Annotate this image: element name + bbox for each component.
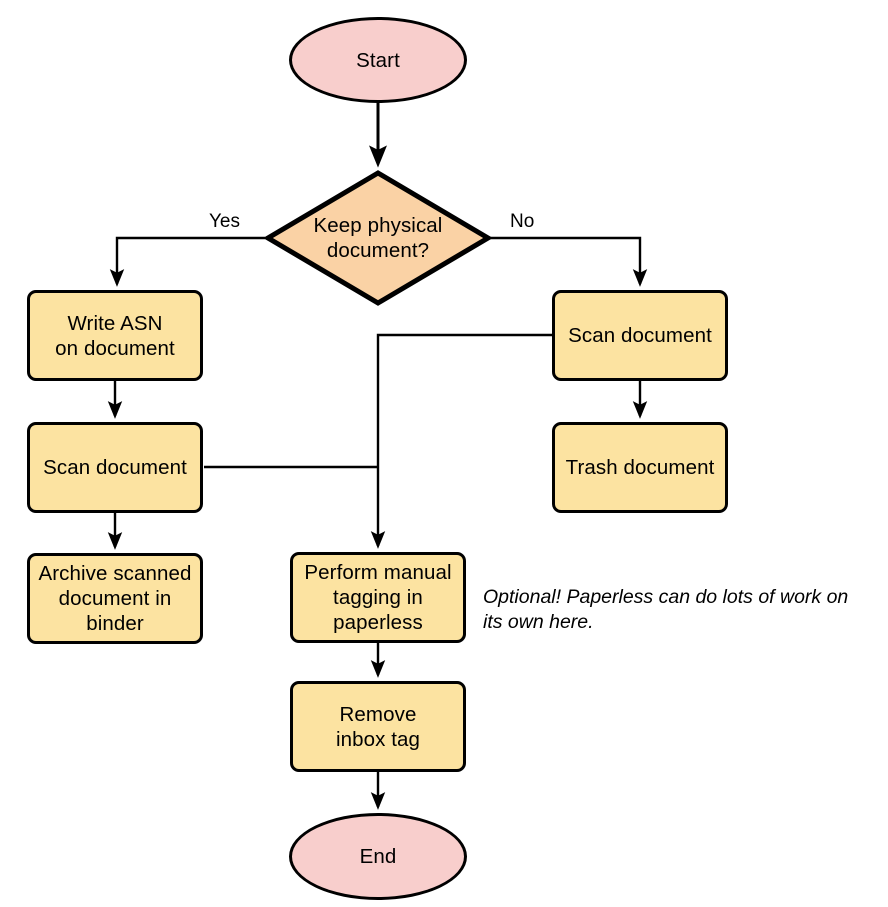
- node-remove-tag-label-line1: Remove: [339, 702, 417, 726]
- node-decision-keep-physical-document[interactable]: Keep physical document?: [265, 170, 491, 306]
- node-decision-label-line2: document?: [326, 239, 430, 262]
- node-archive-label-line2: document in: [58, 587, 172, 610]
- edge-scan-right-to-tagging: [370, 333, 552, 549]
- node-write-asn[interactable]: Write ASN on document: [27, 290, 203, 381]
- optional-note-line2: its own here.: [483, 611, 594, 633]
- node-scan-document-left[interactable]: Scan document: [27, 422, 203, 513]
- edge-decision-yes-to-write-asn: [109, 236, 265, 287]
- node-archive-label-line1: Archive scanned: [38, 562, 192, 585]
- node-perform-manual-tagging[interactable]: Perform manual tagging in paperless: [290, 552, 466, 643]
- node-trash-document-label: Trash document: [565, 456, 715, 479]
- diamond-shape: [265, 170, 491, 306]
- node-tagging-label-line3: paperless: [333, 611, 423, 634]
- node-archive-label-line3: binder: [86, 612, 144, 635]
- node-decision-label: Keep physical document?: [265, 213, 491, 263]
- node-archive-in-binder[interactable]: Archive scanned document in binder: [27, 553, 203, 644]
- node-scan-document-left-label: Scan document: [43, 456, 187, 479]
- node-remove-tag-label-line2: inbox tag: [335, 727, 421, 751]
- node-tagging-label-line2: tagging in: [333, 586, 423, 609]
- edge-label-yes: Yes: [209, 211, 240, 232]
- optional-note: Optional! Paperless can do lots of work …: [483, 585, 883, 635]
- node-trash-document[interactable]: Trash document: [552, 422, 728, 513]
- node-remove-inbox-tag[interactable]: Remove inbox tag: [290, 681, 466, 772]
- node-end-label: End: [359, 845, 397, 868]
- node-write-asn-label-line1: Write ASN: [67, 311, 163, 335]
- node-write-asn-label-line2: on document: [55, 336, 175, 360]
- edge-decision-no-to-scan-right: [490, 236, 648, 287]
- edge-label-no: No: [510, 211, 535, 232]
- node-end[interactable]: End: [289, 813, 467, 900]
- optional-note-line1: Optional! Paperless can do lots of work …: [483, 586, 849, 608]
- node-decision-label-line1: Keep physical: [313, 214, 443, 237]
- node-start-label: Start: [356, 48, 400, 72]
- node-start[interactable]: Start: [289, 17, 467, 103]
- node-tagging-label-line1: Perform manual: [304, 561, 452, 584]
- node-scan-document-right-label: Scan document: [568, 324, 712, 347]
- node-scan-document-right[interactable]: Scan document: [552, 290, 728, 381]
